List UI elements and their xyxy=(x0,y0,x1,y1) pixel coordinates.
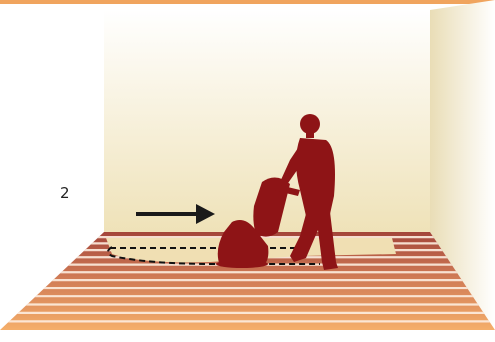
step-number: 2 xyxy=(60,184,70,202)
